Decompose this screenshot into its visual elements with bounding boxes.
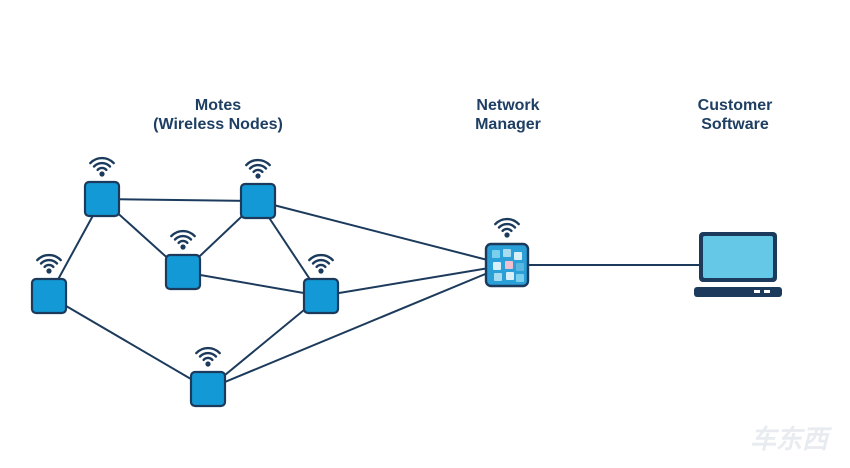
- laptop-port: [754, 290, 760, 293]
- wifi-icon: [195, 346, 221, 367]
- mote-f: [189, 346, 227, 408]
- wifi-icon: [245, 158, 271, 179]
- motes-label-line2: (Wireless Nodes): [153, 116, 283, 133]
- manager-tile: [503, 249, 511, 257]
- laptop-base: [694, 287, 782, 297]
- link-mote-f-to-network-manager: [207, 264, 508, 390]
- wifi-icon: [308, 253, 334, 274]
- mote-box: [302, 277, 340, 315]
- customer-software-label-line2: Software: [701, 116, 769, 133]
- manager-tile: [505, 261, 513, 269]
- manager-tile: [516, 263, 524, 271]
- customer-software-label: Customer Software: [698, 96, 773, 134]
- network-manager-label: Network Manager: [475, 96, 541, 134]
- laptop-icon: [694, 232, 782, 297]
- nodes-layer: [30, 156, 782, 408]
- manager-tile: [506, 272, 514, 280]
- wifi-icon: [170, 229, 196, 250]
- wifi-icon: [36, 253, 62, 274]
- network-manager-label-line1: Network: [476, 97, 540, 114]
- link-mote-e-to-mote-f: [48, 295, 209, 390]
- mote-e: [30, 253, 68, 315]
- laptop-screen: [703, 236, 773, 278]
- mote-box: [164, 253, 202, 291]
- manager-tile: [514, 252, 522, 260]
- watermark-logo: 车东西: [749, 425, 828, 455]
- customer-laptop: [694, 232, 782, 297]
- laptop-port: [764, 290, 770, 293]
- wifi-icon: [89, 156, 115, 177]
- network-manager: [484, 217, 530, 288]
- link-mote-d-to-mote-f: [207, 295, 322, 390]
- manager-tile: [493, 262, 501, 270]
- motes-label-line1: Motes: [194, 97, 242, 114]
- motes-label: Motes (Wireless Nodes): [153, 96, 283, 134]
- link-mote-b-to-network-manager: [257, 200, 508, 266]
- manager-tile: [516, 274, 524, 282]
- mote-d: [302, 253, 340, 315]
- mote-box: [30, 277, 68, 315]
- customer-software-label-line1: Customer: [697, 97, 773, 114]
- mote-a: [83, 156, 121, 218]
- mote-b: [239, 158, 277, 220]
- network-manager-label-line2: Manager: [475, 116, 541, 133]
- mote-box: [239, 182, 277, 220]
- manager-tile: [492, 250, 500, 258]
- link-mote-c-to-mote-d: [182, 271, 322, 297]
- manager-tile: [494, 273, 502, 281]
- wifi-icon: [494, 217, 520, 238]
- mote-c: [164, 229, 202, 291]
- link-mote-d-to-network-manager: [320, 264, 508, 297]
- links-layer: [48, 198, 738, 390]
- mote-box: [189, 370, 227, 408]
- mote-box: [83, 180, 121, 218]
- link-mote-a-to-mote-b: [101, 198, 259, 202]
